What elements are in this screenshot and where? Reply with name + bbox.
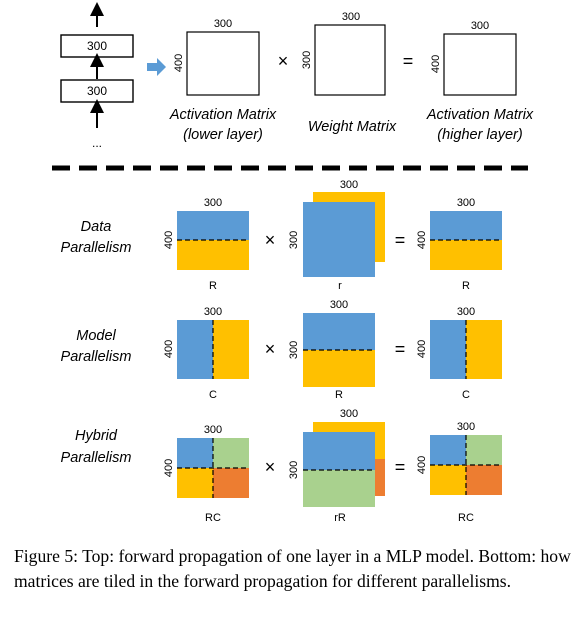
model-weight-top-block [303, 313, 375, 350]
activation-higher-subtitle: (higher layer) [437, 127, 522, 143]
activation-higher-title: Activation Matrix [426, 107, 534, 123]
model-left-left-block [177, 320, 213, 379]
ellipsis: ... [92, 136, 102, 150]
model-weight-bottom-block [303, 350, 375, 387]
hybrid-parallelism-label-2: Parallelism [61, 450, 132, 466]
data-equals: = [395, 230, 406, 250]
model-parallelism-row: Model Parallelism 300 400 C × 300 300 R … [61, 299, 502, 401]
hybrid-right-tl-block [430, 435, 466, 465]
data-right-width: 300 [457, 197, 475, 209]
weight-matrix: 300 300 Weight Matrix [301, 11, 397, 135]
data-parallelism-row: Data Parallelism 300 400 R × 300 300 r =… [61, 179, 502, 292]
activation-lower-subtitle: (lower layer) [183, 127, 263, 143]
data-weight-height: 300 [288, 231, 300, 249]
model-left-tag: C [209, 389, 217, 401]
hybrid-left-tag: RC [205, 512, 221, 524]
data-right-top-block [430, 211, 502, 240]
activation-higher-width: 300 [471, 20, 489, 32]
hybrid-weight-front-top [303, 432, 375, 470]
data-parallelism-label-2: Parallelism [61, 240, 132, 256]
activation-matrix-lower: 300 400 Activation Matrix (lower layer) [169, 18, 277, 143]
data-right-height: 400 [416, 231, 428, 249]
data-right-bottom-block [430, 240, 502, 270]
model-parallelism-label-2: Parallelism [61, 349, 132, 365]
hybrid-weight-width: 300 [340, 408, 358, 420]
model-weight-height: 300 [288, 341, 300, 359]
figure-caption: Figure 5: Top: forward propagation of on… [14, 546, 571, 591]
hybrid-left-br-block [213, 468, 249, 498]
hybrid-times: × [265, 457, 276, 477]
data-times: × [265, 230, 276, 250]
model-left-width: 300 [204, 306, 222, 318]
layer-box-lower-label: 300 [87, 84, 107, 98]
model-times: × [265, 339, 276, 359]
model-weight-width: 300 [330, 299, 348, 311]
hybrid-weight-tag: rR [334, 512, 346, 524]
equals-sign: = [403, 51, 414, 71]
hybrid-right-width: 300 [457, 421, 475, 433]
hybrid-left-width: 300 [204, 424, 222, 436]
activation-lower-height: 400 [173, 54, 185, 72]
model-equals: = [395, 339, 406, 359]
hybrid-left-bl-block [177, 468, 213, 498]
weight-width: 300 [342, 11, 360, 23]
hybrid-left-tl-block [177, 438, 213, 468]
hybrid-right-br-block [466, 465, 502, 495]
hybrid-parallelism-label-1: Hybrid [75, 428, 118, 444]
hybrid-right-tr-block [466, 435, 502, 465]
activation-higher-height: 400 [430, 55, 442, 73]
model-left-right-block [213, 320, 249, 379]
model-weight-tag: R [335, 389, 343, 401]
hybrid-weight-height: 300 [288, 461, 300, 479]
data-left-width: 300 [204, 197, 222, 209]
parallelism-diagram: 300 300 ... 300 400 Activation Matrix (l… [52, 2, 534, 524]
data-weight-tag: r [338, 280, 342, 292]
activation-lower-title: Activation Matrix [169, 107, 277, 123]
data-parallelism-label-1: Data [81, 219, 112, 235]
hybrid-weight-front-bottom [303, 470, 375, 507]
model-right-tag: C [462, 389, 470, 401]
data-right-tag: R [462, 280, 470, 292]
weight-title: Weight Matrix [308, 119, 397, 135]
activation-lower-width: 300 [214, 18, 232, 30]
model-left-height: 400 [163, 340, 175, 358]
data-weight-front [303, 202, 375, 277]
model-right-height: 400 [416, 340, 428, 358]
model-right-width: 300 [457, 306, 475, 318]
data-left-tag: R [209, 280, 217, 292]
hybrid-left-height: 400 [163, 459, 175, 477]
activation-matrix-higher: 300 400 Activation Matrix (higher layer) [426, 20, 534, 143]
hybrid-left-tr-block [213, 438, 249, 468]
hybrid-right-tag: RC [458, 512, 474, 524]
hybrid-parallelism-row: Hybrid Parallelism 300 400 RC × 300 300 … [61, 408, 502, 524]
forward-arrow-icon [147, 58, 166, 76]
data-left-height: 400 [163, 231, 175, 249]
model-right-left-block [430, 320, 466, 379]
hybrid-right-bl-block [430, 465, 466, 495]
hybrid-equals: = [395, 457, 406, 477]
data-weight-width: 300 [340, 179, 358, 191]
data-left-bottom-block [177, 240, 249, 270]
hybrid-right-height: 400 [416, 456, 428, 474]
model-right-right-block [466, 320, 502, 379]
layer-stack: 300 300 ... [60, 2, 134, 150]
times-sign: × [278, 51, 289, 71]
weight-height: 300 [301, 51, 313, 69]
data-left-top-block [177, 211, 249, 240]
model-parallelism-label-1: Model [76, 328, 116, 344]
layer-box-upper-label: 300 [87, 39, 107, 53]
